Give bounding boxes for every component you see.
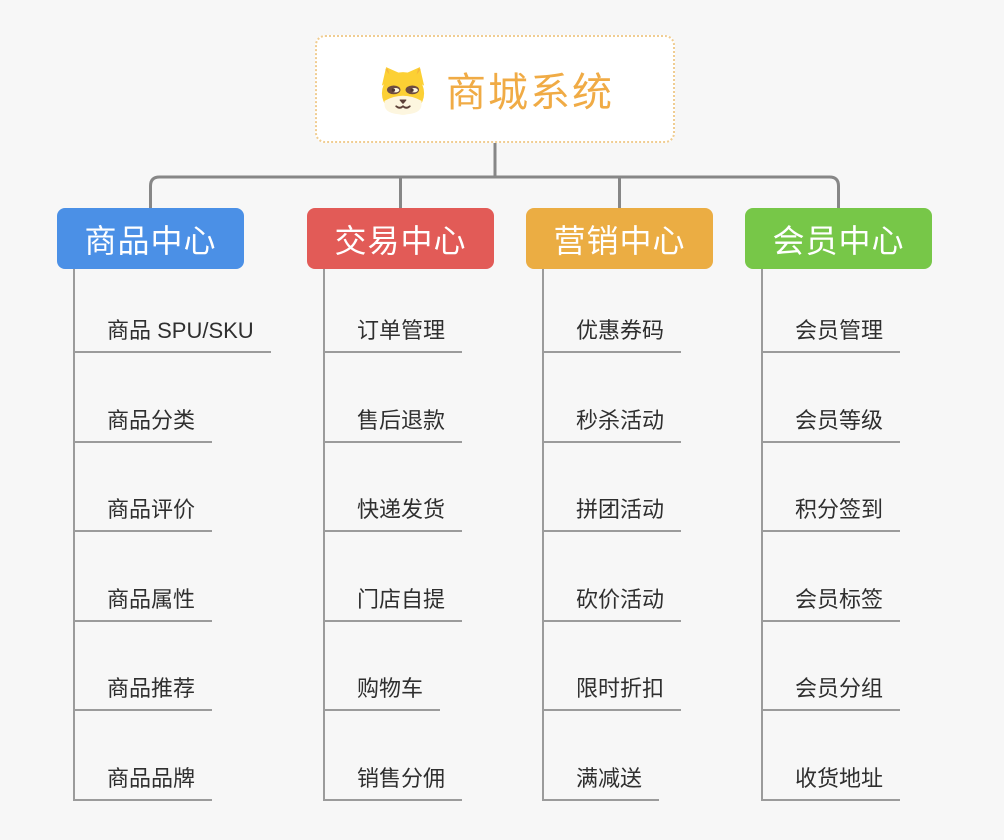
branch-column-members: 会员中心 会员管理 会员等级 积分签到 会员标签 会员分组 收货地址 [745, 208, 995, 801]
branch-column-products: 商品中心 商品 SPU/SKU 商品分类 商品评价 商品属性 商品推荐 商品品牌 [57, 208, 307, 801]
node-item[interactable]: 商品品牌 [75, 711, 213, 801]
node-item[interactable]: 商品属性 [75, 532, 213, 622]
branch-items-marketing: 优惠券码 秒杀活动 拼团活动 砍价活动 限时折扣 满减送 [542, 269, 764, 801]
node-item[interactable]: 门店自提 [325, 532, 463, 622]
shiba-dog-icon [381, 67, 425, 115]
node-item[interactable]: 优惠券码 [544, 269, 682, 353]
root-node[interactable]: 商城系统 [315, 35, 675, 143]
node-item-label: 秒杀活动 [576, 407, 665, 433]
branch-items-products: 商品 SPU/SKU 商品分类 商品评价 商品属性 商品推荐 商品品牌 [73, 269, 295, 801]
node-item[interactable]: 销售分佣 [325, 711, 463, 801]
node-item-label: 会员分组 [795, 676, 884, 701]
node-item-label: 积分签到 [795, 497, 884, 522]
root-title: 商城系统 [446, 71, 614, 115]
branch-items-members: 会员管理 会员等级 积分签到 会员标签 会员分组 收货地址 [761, 269, 983, 801]
node-item-label: 商品推荐 [107, 676, 196, 701]
node-item[interactable]: 购物车 [325, 622, 441, 711]
node-item-label: 销售分佣 [357, 765, 446, 791]
branch-node-trade[interactable]: 交易中心 [307, 208, 494, 269]
node-item-label: 砍价活动 [576, 586, 665, 612]
node-item-label: 收货地址 [795, 765, 884, 791]
node-item-label: 商品 SPU/SKU [107, 318, 254, 343]
node-item-label: 优惠券码 [576, 318, 665, 343]
node-item-label: 商品品牌 [107, 765, 196, 791]
node-item[interactable]: 商品评价 [75, 443, 213, 532]
node-item[interactable]: 商品推荐 [75, 622, 213, 711]
branch-node-members[interactable]: 会员中心 [745, 208, 932, 269]
node-item-label: 会员等级 [795, 407, 884, 433]
node-item[interactable]: 会员等级 [763, 353, 901, 443]
node-item-label: 订单管理 [357, 318, 446, 343]
node-item[interactable]: 商品 SPU/SKU [75, 269, 271, 353]
node-item[interactable]: 订单管理 [325, 269, 463, 353]
node-item[interactable]: 快递发货 [325, 443, 463, 532]
node-item[interactable]: 收货地址 [763, 711, 901, 801]
node-item-label: 会员标签 [795, 586, 884, 612]
node-item[interactable]: 售后退款 [325, 353, 463, 443]
node-item[interactable]: 满减送 [544, 711, 660, 801]
node-item[interactable]: 会员分组 [763, 622, 901, 711]
node-item[interactable]: 商品分类 [75, 353, 213, 443]
node-item[interactable]: 限时折扣 [544, 622, 682, 711]
node-item[interactable]: 会员管理 [763, 269, 901, 353]
branch-column-marketing: 营销中心 优惠券码 秒杀活动 拼团活动 砍价活动 限时折扣 满减送 [526, 208, 776, 801]
branch-node-products[interactable]: 商品中心 [57, 208, 244, 269]
node-item-label: 商品评价 [107, 497, 196, 522]
node-item-label: 门店自提 [357, 586, 446, 612]
node-item-label: 商品分类 [107, 407, 196, 433]
branch-column-trade: 交易中心 订单管理 售后退款 快递发货 门店自提 购物车 销售分佣 [307, 208, 557, 801]
node-item-label: 购物车 [357, 676, 424, 701]
branch-node-marketing[interactable]: 营销中心 [526, 208, 713, 269]
node-item[interactable]: 秒杀活动 [544, 353, 682, 443]
node-item-label: 拼团活动 [576, 497, 665, 522]
node-item-label: 满减送 [576, 765, 643, 791]
node-item[interactable]: 拼团活动 [544, 443, 682, 532]
node-item-label: 限时折扣 [576, 676, 665, 701]
node-item-label: 会员管理 [795, 318, 884, 343]
node-item-label: 快递发货 [357, 497, 446, 522]
branch-items-trade: 订单管理 售后退款 快递发货 门店自提 购物车 销售分佣 [323, 269, 545, 801]
main-rail-line [149, 175, 840, 209]
node-item[interactable]: 砍价活动 [544, 532, 682, 622]
node-item[interactable]: 积分签到 [763, 443, 901, 532]
node-item-label: 商品属性 [107, 586, 196, 612]
node-item[interactable]: 会员标签 [763, 532, 901, 622]
node-item-label: 售后退款 [357, 407, 446, 433]
